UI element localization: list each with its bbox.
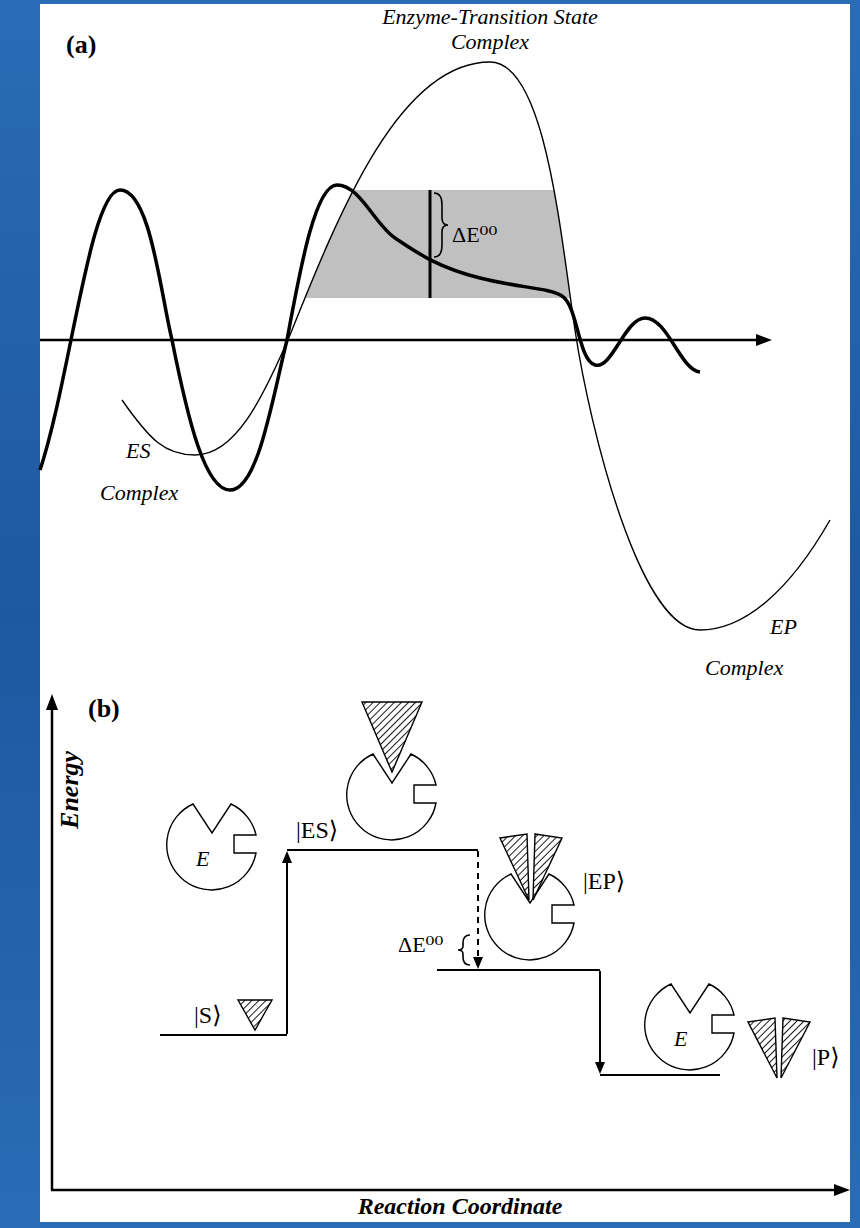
energy-level-line [600, 1074, 720, 1076]
energy-level: |S⟩ [160, 1002, 287, 1036]
transition-arrow [282, 851, 292, 1034]
energy-level: |EP⟩ [437, 868, 600, 971]
energy-band [0, 190, 860, 298]
state-label: Complex [100, 480, 178, 505]
axis-line [51, 1189, 838, 1192]
axis-line [51, 708, 54, 1190]
enzyme-shape [485, 874, 574, 960]
enzyme-label: E [674, 1026, 687, 1051]
state-label: Complex [705, 655, 783, 680]
enzyme-shape [645, 984, 734, 1070]
energy-level-line [437, 969, 600, 971]
arrow-line [477, 851, 479, 957]
product-fragment [500, 834, 529, 900]
enzyme-label: E [196, 846, 209, 871]
energy-gap-label: ΔE⁰⁰ [398, 932, 443, 957]
arrowhead [473, 957, 483, 969]
state-label: |ES⟩ [296, 817, 338, 845]
wavefunction-curve [40, 185, 700, 490]
axis-label: Reaction Coordinate [260, 1193, 660, 1221]
transition-arrow [595, 971, 605, 1074]
arrowhead [282, 851, 292, 863]
state-label: |S⟩ [194, 1002, 222, 1030]
substrate-triangle [238, 1000, 272, 1030]
gap-bar [429, 190, 432, 298]
brace [458, 935, 470, 965]
axis-line [40, 339, 758, 342]
energy-level: |P⟩ [600, 1044, 720, 1076]
axis-arrowhead [46, 694, 58, 710]
product-fragment [533, 834, 562, 900]
panel-label: (b) [88, 694, 120, 724]
enzyme-shape [167, 804, 256, 890]
energy-profile-curve [122, 62, 830, 630]
panel-label: (a) [66, 30, 96, 60]
arrow-line [286, 863, 288, 1034]
product-fragment [748, 1018, 777, 1078]
brace [434, 193, 448, 257]
state-label: |P⟩ [812, 1044, 840, 1072]
energy-gap-label: ΔE⁰⁰ [452, 222, 497, 247]
state-label: Enzyme-Transition State Complex [370, 4, 610, 55]
state-label: EP [770, 614, 797, 639]
arrow-line [599, 971, 601, 1062]
product-fragment [781, 1018, 810, 1078]
energy-level-line [287, 849, 478, 851]
arrowhead [595, 1062, 605, 1074]
axis-arrowhead [834, 1184, 850, 1196]
energy-level-line [160, 1034, 287, 1036]
axis-label: Energy [55, 751, 85, 829]
substrate-triangle [362, 702, 422, 772]
state-label: |EP⟩ [583, 868, 625, 896]
energy-level: |ES⟩ [287, 817, 478, 851]
transition-arrow [473, 851, 483, 969]
state-label: ES [126, 438, 150, 463]
axis-arrowhead [756, 334, 772, 346]
